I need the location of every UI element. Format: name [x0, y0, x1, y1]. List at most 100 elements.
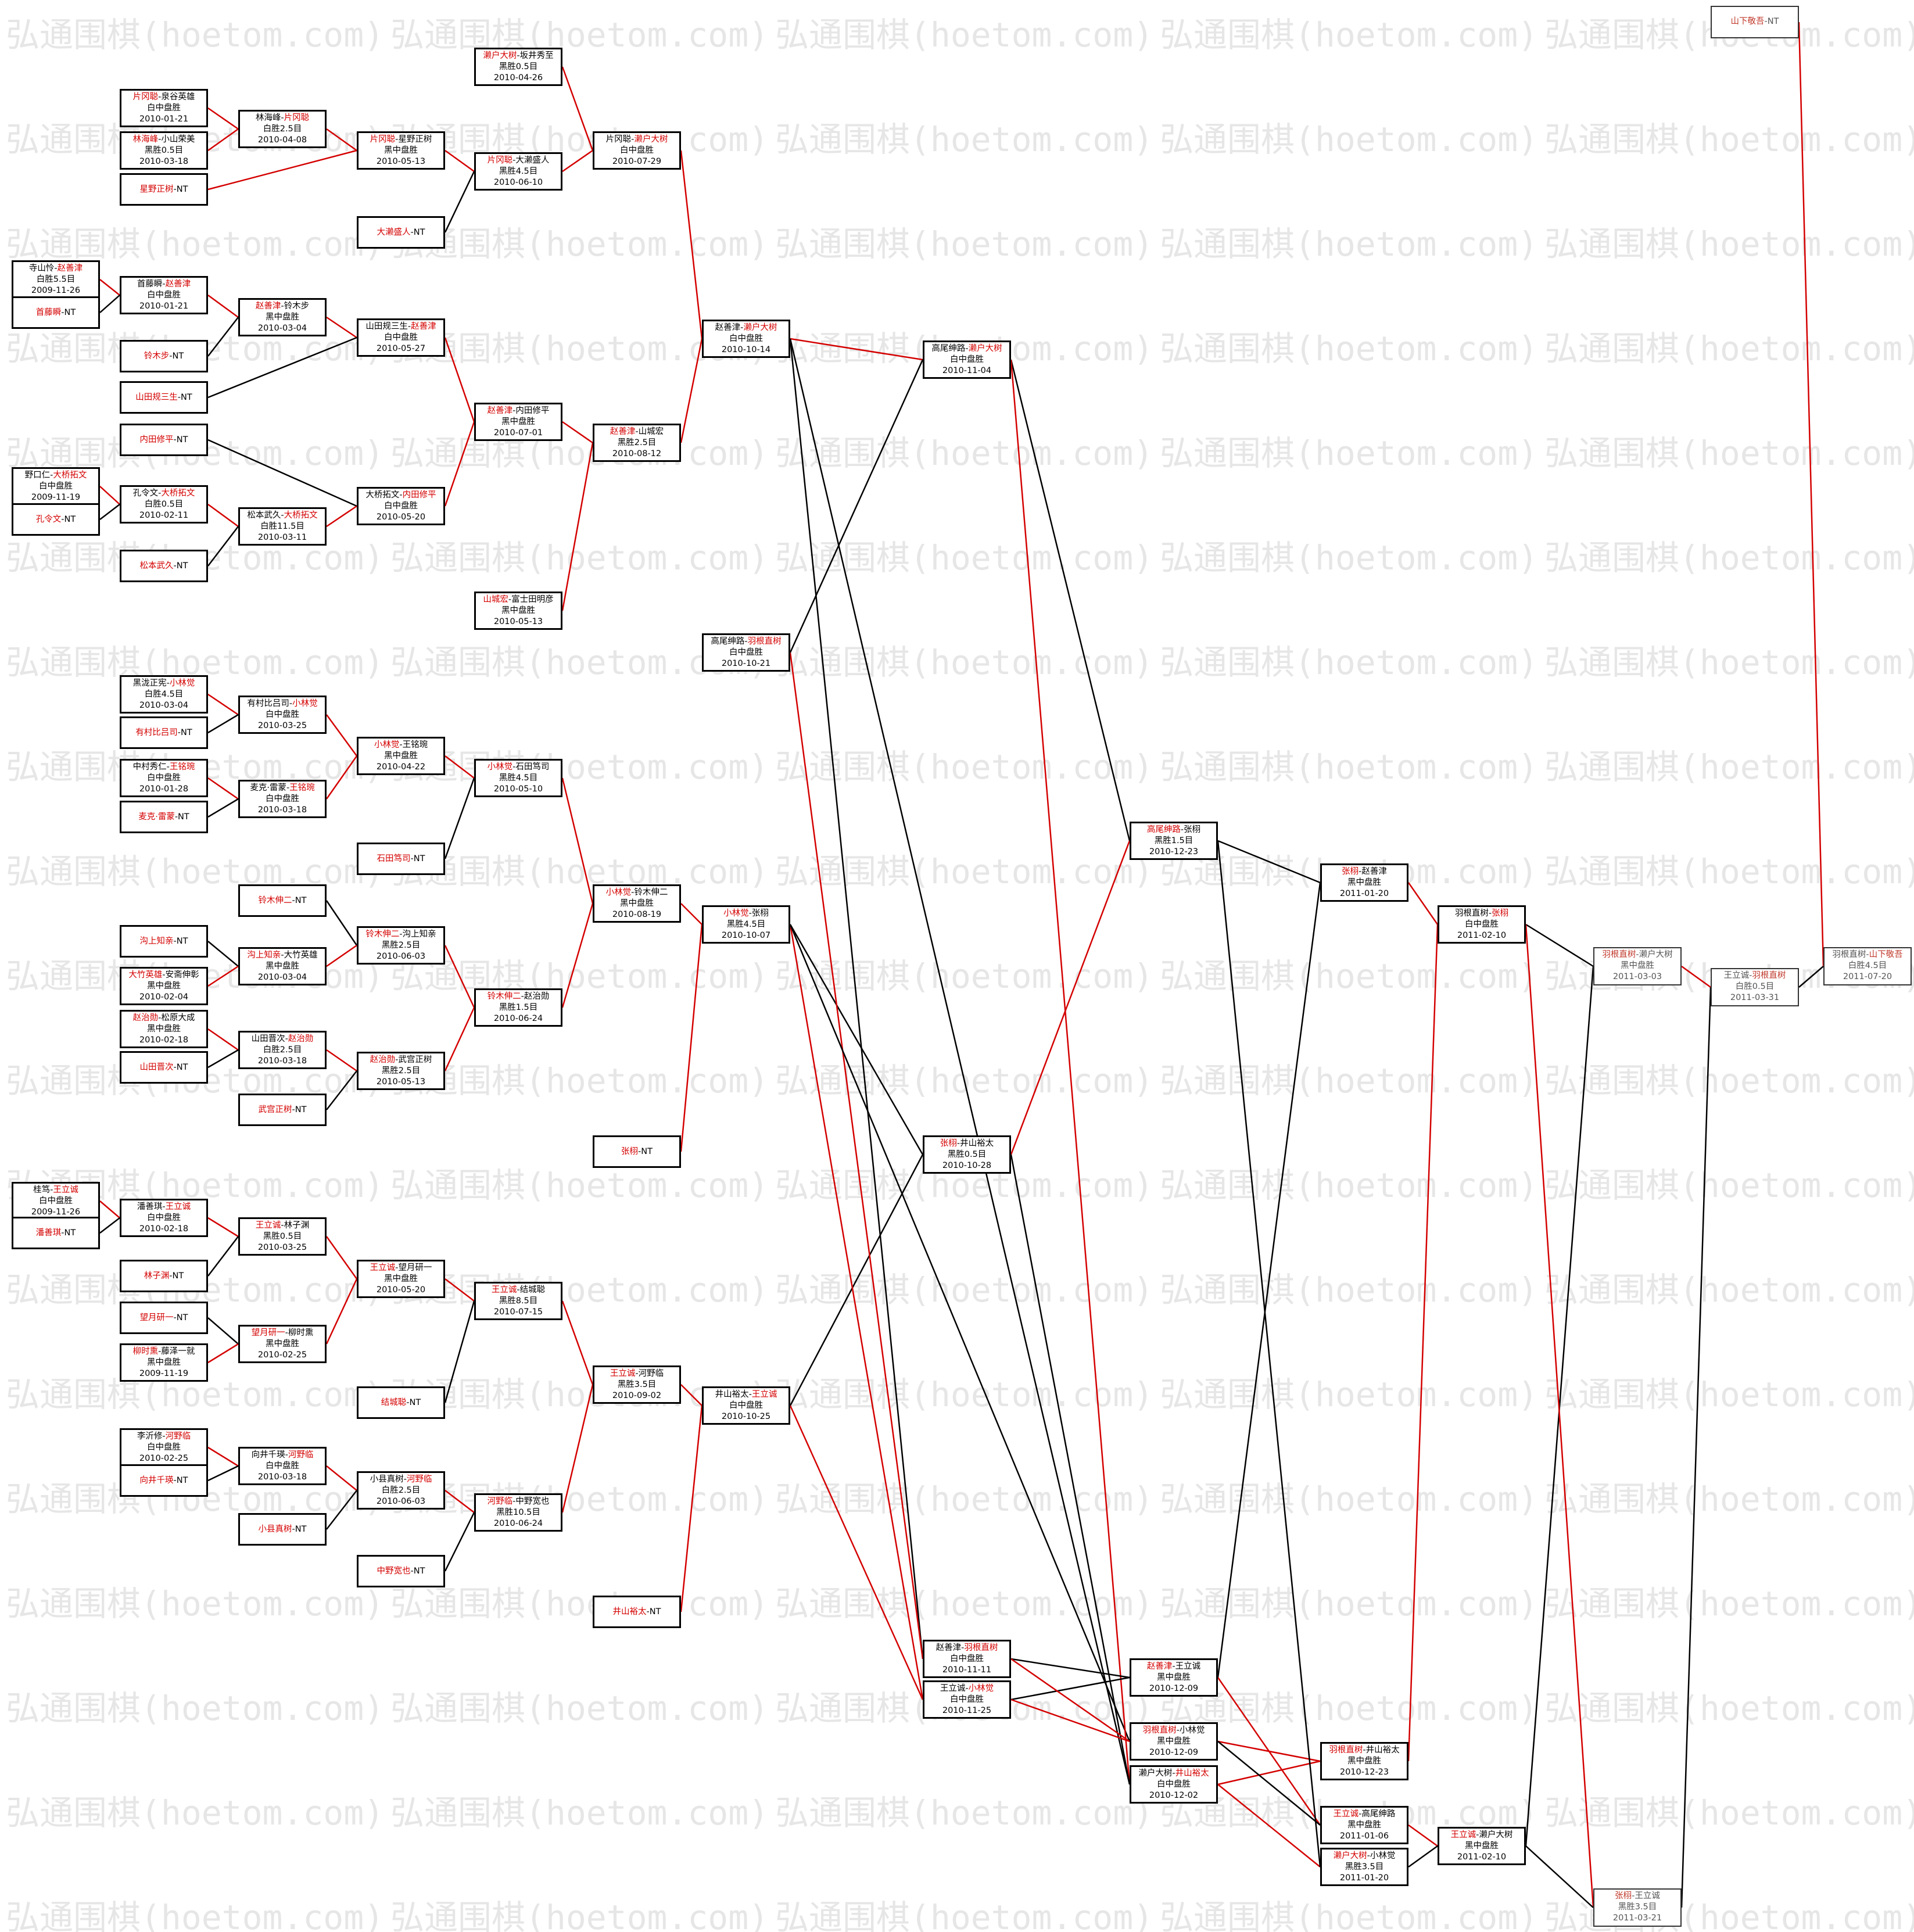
match-date: 2011-02-10 [1457, 1852, 1507, 1862]
match-players: 赵善津-内田修平 [476, 406, 561, 417]
loser-connector [207, 439, 357, 507]
match-players: 首藤瞬-NT [13, 307, 98, 318]
winner-name: 井山裕太 [1175, 1769, 1209, 1778]
winner-name: 山下敬吾 [1730, 17, 1765, 26]
loser-connector [325, 900, 358, 946]
winner-connector [562, 149, 593, 173]
match-players: 王立诚-濑户大树 [1439, 1830, 1524, 1841]
match-result: 黑胜10.5目 [496, 1508, 540, 1517]
match-result: 黑中盘胜 [501, 417, 535, 426]
loser-connector [1217, 882, 1321, 1678]
loser-connector [1010, 1676, 1130, 1701]
winner-connector [789, 1405, 924, 1700]
match-date: 2010-12-02 [1149, 1791, 1199, 1800]
match-result: 黑胜0.5目 [144, 146, 184, 155]
winner-connector [326, 1049, 357, 1072]
match-result: 黑胜2.5目 [617, 438, 657, 447]
match-result: 黑胜2.5目 [381, 941, 421, 950]
winner-name: 濑户大树 [1333, 1851, 1367, 1861]
match-result: 白胜4.5目 [1848, 961, 1887, 970]
bye-mark: -NT [638, 1147, 653, 1156]
winner-connector [444, 945, 475, 1008]
match-date: 2010-06-24 [493, 1014, 543, 1023]
winner-name: 赵善津 [487, 406, 513, 415]
winner-name: 赵善津 [411, 322, 436, 331]
match-date: 2010-05-13 [376, 1077, 426, 1087]
winner-name: 河野临 [487, 1497, 513, 1506]
loser-connector [99, 504, 120, 520]
winner-name: 赵善津 [57, 264, 83, 273]
winner-name: 柳时熏 [132, 1347, 159, 1356]
match-players: 沟上知亲-大竹英雄 [240, 950, 325, 961]
vs-dash: - [508, 595, 512, 604]
bye-entry: 潘善琪-NT [12, 1217, 100, 1249]
winner-name: 王铭琬 [169, 762, 195, 772]
match-players: 赵治勋-武宫正树 [359, 1055, 443, 1066]
winner-name: 张栩 [1615, 1891, 1632, 1901]
loser-connector [207, 1465, 239, 1482]
winner-name: 羽根直树 [964, 1643, 998, 1653]
match-result: 白中盘胜 [1157, 1780, 1191, 1789]
winner-connector [326, 128, 357, 152]
winner-name: 孔令文 [35, 515, 62, 524]
bye-mark: -NT [173, 1313, 188, 1322]
winner-connector [325, 714, 358, 757]
match-date: 2010-05-20 [376, 512, 426, 522]
vs-dash: - [281, 113, 284, 123]
match-result: 黑中盘胜 [501, 606, 535, 615]
loser-connector [207, 336, 357, 399]
winner-connector [445, 1490, 475, 1513]
vs-dash: - [740, 323, 744, 332]
bye-mark: -NT [177, 728, 192, 737]
winner-name: 赵善津 [165, 279, 191, 289]
loser-name: 铃木伸二 [634, 888, 668, 897]
match-players: 赵善津-铃木步 [240, 301, 325, 312]
match-result: 白中盘胜 [147, 1213, 181, 1223]
loser-connector [207, 317, 239, 357]
match-date: 2010-03-25 [257, 1243, 307, 1252]
winner-name: 濑户大树 [743, 323, 777, 332]
bye-entry: 林子渊-NT [120, 1260, 208, 1292]
match-date: 2010-08-19 [612, 910, 662, 919]
loser-name: 赵治勋 [524, 992, 550, 1001]
winner-connector [561, 903, 594, 1008]
loser-name: 濑户大树 [1639, 950, 1673, 959]
match-players: 结城聪-NT [359, 1397, 443, 1408]
loser-connector [444, 171, 475, 233]
match-players: 松本武久-NT [121, 561, 206, 572]
winner-name: 片冈聪 [284, 113, 310, 123]
winner-connector [561, 1300, 594, 1385]
winner-connector [445, 149, 475, 173]
loser-name: 羽根直树 [1454, 909, 1489, 918]
winner-connector [207, 1446, 239, 1467]
match-players: 野口仁-大桥拓文 [13, 470, 98, 481]
match-result: 白中盘胜 [147, 291, 181, 300]
match-players: 山田规三生-NT [121, 392, 206, 403]
match-result: 白中盘胜 [147, 773, 181, 783]
match-date: 2010-01-21 [139, 114, 189, 124]
loser-name: 山城宏 [638, 427, 664, 436]
match-date: 2009-11-26 [31, 286, 81, 295]
loser-connector [1217, 1741, 1321, 1826]
loser-name: 中野宽也 [515, 1497, 550, 1506]
winner-connector [1217, 1677, 1321, 1826]
match-result: 黑胜4.5目 [726, 920, 766, 929]
vs-dash: - [407, 322, 411, 331]
match-players: 寺山怜-赵善津 [13, 263, 98, 274]
winner-name: 山下敬吾 [1869, 950, 1903, 959]
winner-name: 河野临 [406, 1475, 432, 1484]
winner-name: 望月研一 [251, 1328, 285, 1338]
winner-connector [561, 777, 594, 904]
